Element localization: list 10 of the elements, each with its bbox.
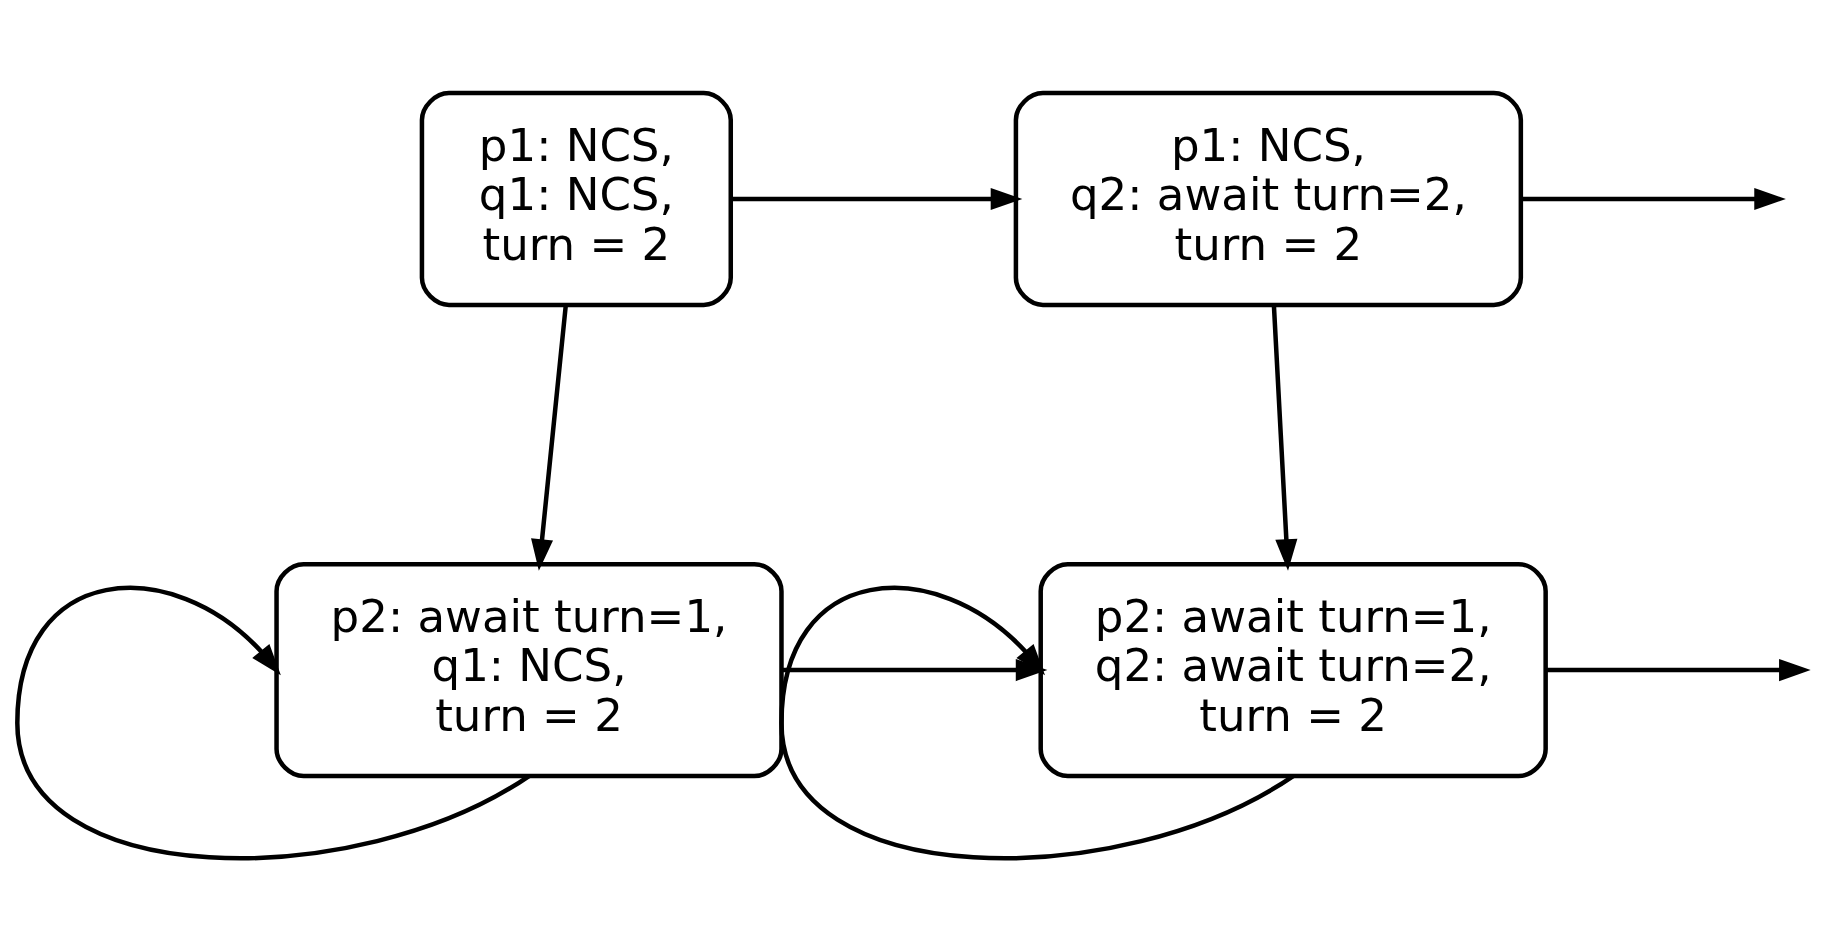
arrow — [1546, 659, 1811, 682]
node-box: p1: NCS, q1: NCS, turn = 2 — [419, 90, 733, 308]
arrow — [1521, 187, 1786, 211]
arrow — [731, 187, 1023, 211]
arrow — [782, 659, 1048, 682]
arrow — [1271, 305, 1298, 571]
arrow — [531, 305, 569, 571]
node-box: p1: NCS, q2: await turn=2, turn = 2 — [1013, 90, 1524, 308]
node-box: p2: await turn=1, q2: await turn=2, turn = 2 — [1038, 561, 1548, 779]
node-box: p2: await turn=1, q1: NCS, turn = 2 — [274, 561, 784, 779]
